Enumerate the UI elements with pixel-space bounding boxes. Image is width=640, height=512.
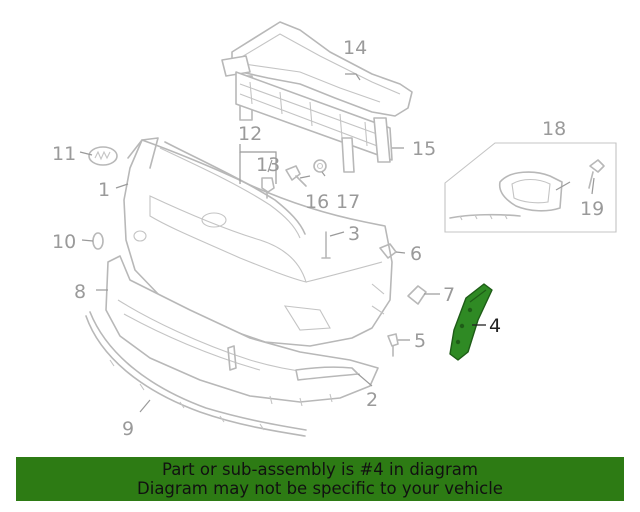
callout-16: 16 [305,191,329,213]
callout-13: 13 [256,154,280,176]
banner-line-1: Part or sub-assembly is #4 in diagram [162,460,478,479]
part-9-lower-molding [85,311,307,437]
banner-line-2: Diagram may not be specific to your vehi… [137,479,503,498]
callout-12: 12 [238,123,262,145]
callout-15: 15 [412,138,436,160]
part-3-pin [321,231,331,259]
part-17-nut [313,159,327,173]
callout-4: 4 [489,315,501,337]
part-4-side-bracket-highlighted [449,283,493,361]
callout-5: 5 [414,330,426,352]
part-1-bumper-cover [123,137,393,347]
part-10-emblem-clip [92,232,104,250]
part-5-screw [387,333,399,357]
callout-2: 2 [366,389,378,411]
callout-numbers: 14 15 18 19 11 1 12 13 16 17 10 3 6 7 4 … [52,37,604,440]
callout-6: 6 [410,243,422,265]
part-11-kia-emblem [88,146,118,166]
callout-14: 14 [343,37,367,59]
callout-3: 3 [348,223,360,245]
callout-8: 8 [74,281,86,303]
callout-18: 18 [542,118,566,140]
part-14-reinforcement-beam [221,21,413,173]
callout-17: 17 [336,191,360,213]
leader-lines [79,73,595,413]
parts-diagram: 14 15 18 19 11 1 12 13 16 17 10 3 6 7 4 … [52,21,617,440]
part-12-upper-strip [159,141,306,239]
part-13-bolt [261,177,275,199]
part-18-fog-lamp-box [444,142,617,233]
callout-1: 1 [98,179,110,201]
part-7-bracket [407,285,427,305]
callout-9: 9 [122,418,134,440]
callout-10: 10 [52,231,76,253]
callout-11: 11 [52,143,76,165]
part-16-screw [285,165,307,187]
callout-7: 7 [443,284,455,306]
part-notice-banner: Part or sub-assembly is #4 in diagram Di… [16,457,624,501]
callout-19: 19 [580,198,604,220]
